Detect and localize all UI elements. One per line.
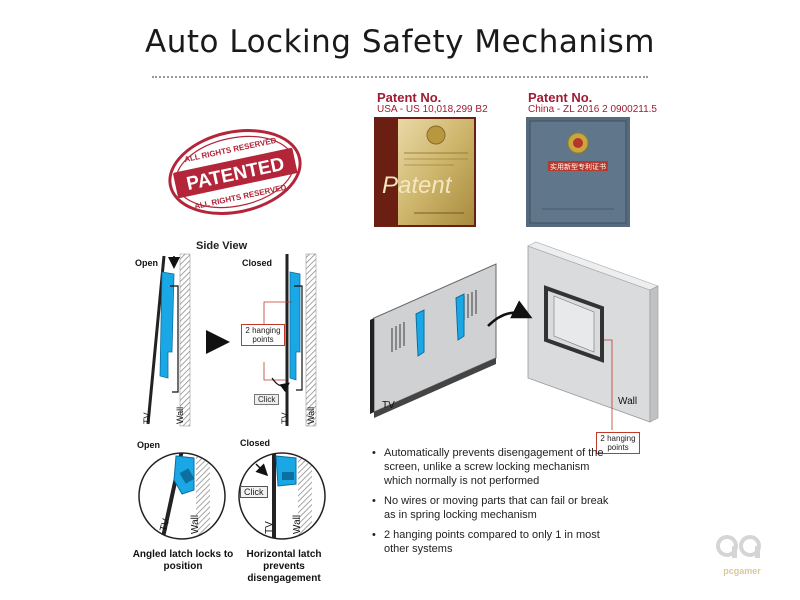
certificate-china-text: 实用新型专利证书 — [550, 162, 606, 171]
iso-arrow-icon — [487, 300, 533, 327]
iso-wall-label: Wall — [618, 396, 637, 407]
bracket-open — [159, 271, 175, 379]
iso-wall-bracket — [544, 285, 604, 363]
isometric-diagram: TV Wall — [370, 241, 659, 430]
iso-tv-bracket-left — [415, 309, 425, 357]
title-divider — [152, 76, 648, 78]
bracket-closed — [289, 271, 301, 381]
wall-label-open: Wall — [175, 407, 185, 424]
feature-list: Automatically prevents disengagement of … — [370, 446, 610, 562]
tv-label-open: TV — [142, 412, 152, 424]
tv-open — [146, 255, 166, 425]
wall-open — [179, 253, 191, 427]
wall-label-closed: Wall — [306, 407, 316, 424]
patented-stamp: PATENTED ALL RIGHTS RESERVED ALL RIGHTS … — [168, 129, 302, 215]
detail-closed-label: Closed — [240, 438, 271, 448]
detail-closed-wall: Wall — [292, 515, 303, 534]
open-label: Open — [135, 258, 158, 268]
iso-tv-label: TV — [382, 400, 395, 411]
detail-open-caption: Angled latch locks to position — [132, 549, 234, 572]
closed-label: Closed — [242, 258, 272, 268]
detail-open-tv: TV — [158, 517, 172, 533]
page-title: Auto Locking Safety Mechanism — [145, 24, 655, 60]
certificate-patent-text: Patent — [382, 172, 453, 199]
patent-number-usa: USA - US 10,018,299 B2 — [377, 104, 488, 115]
detail-open-wall: Wall — [190, 515, 201, 534]
detail-closed-caption: Horizontal latch prevents disengagement — [246, 549, 322, 584]
wall-closed — [305, 253, 317, 427]
patent-number-china: China - ZL 2016 2 0900211.5 — [528, 104, 657, 115]
tv-label-closed: TV — [280, 412, 290, 424]
patent-label-china: Patent No. — [528, 90, 593, 105]
pcgamer-logo — [716, 535, 761, 558]
side-hanging-points-box: 2 hanging points — [241, 324, 285, 346]
feature-item: No wires or moving parts that can fail o… — [370, 494, 610, 522]
iso-tv-bracket-right — [455, 293, 465, 341]
usa-patent-certificate: Patent — [374, 117, 476, 227]
side-view-diagram: Open TV Wall Closed TV Wall — [135, 253, 317, 427]
feature-item: Automatically prevents disengagement of … — [370, 446, 610, 488]
china-patent-certificate: 实用新型专利证书 — [526, 117, 630, 227]
detail-closed-tv: TV — [264, 521, 275, 534]
patent-label-usa: Patent No. — [377, 90, 442, 105]
detail-click-badge: Click — [240, 486, 268, 498]
feature-item: 2 hanging points compared to only 1 in m… — [370, 528, 610, 556]
watermark-text: pcgamer — [723, 566, 761, 576]
detail-open-label: Open — [137, 440, 161, 450]
detail-open-circle: TV Wall — [138, 452, 226, 540]
side-view-heading: Side View — [196, 240, 248, 252]
side-click-badge: Click — [254, 394, 280, 405]
